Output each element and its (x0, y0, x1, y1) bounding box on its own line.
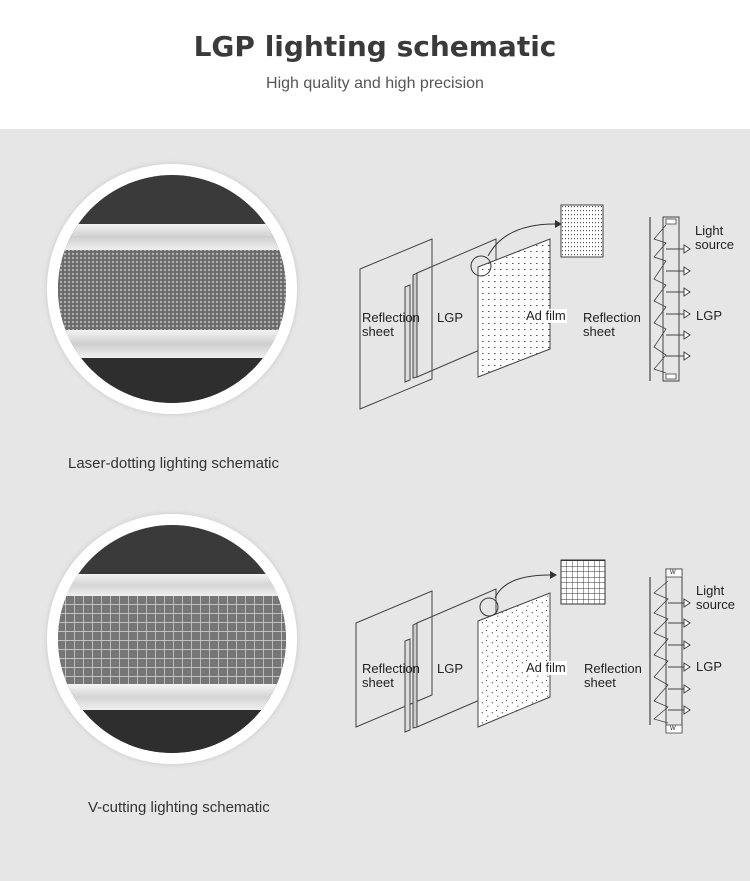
lgp-label: LGP (437, 661, 464, 676)
magnifier-circle (470, 255, 492, 277)
side-lgp-label: LGP (696, 659, 723, 674)
laser-dotting-diagram (359, 204, 691, 410)
ad-film-label: Ad film (525, 308, 567, 323)
v-cutting-caption: V-cutting lighting schematic (88, 799, 270, 816)
v-cutting-panel: V-cutting lighting schematic (0, 489, 750, 881)
reflection-sheet-label: Reflection sheet (362, 310, 420, 339)
ad-film-label: Ad film (525, 660, 567, 675)
laser-dotting-caption: Laser-dotting lighting schematic (68, 455, 279, 472)
side-lgp-label: LGP (696, 308, 723, 323)
lamp-marker-top: W (670, 570, 676, 576)
laser-dotting-photo-image (58, 175, 286, 403)
side-view-vcut (649, 568, 691, 734)
v-cutting-diagram (355, 559, 691, 734)
side-reflection-sheet-label: Reflection sheet (584, 661, 642, 690)
header: LGP lighting schematic High quality and … (0, 0, 750, 129)
laser-dotting-photo (47, 164, 297, 414)
light-source-label: Light source (695, 223, 735, 252)
ad-film-shape (477, 238, 551, 378)
side-view-laser (649, 216, 691, 382)
laser-dotting-panel: Laser-dotting lighting schematic (0, 129, 750, 489)
lgp-label: LGP (437, 310, 464, 325)
side-reflection-sheet-label: Reflection sheet (583, 310, 641, 339)
lgp-edge-shape (404, 284, 411, 383)
page-subtitle: High quality and high precision (266, 75, 484, 92)
reflection-sheet-shape (359, 238, 433, 410)
v-cutting-photo (47, 514, 297, 764)
v-cutting-photo-image (58, 525, 286, 753)
reflection-sheet-label: Reflection sheet (362, 661, 420, 690)
light-source-label: Light source (696, 583, 736, 612)
page-title: LGP lighting schematic (193, 30, 557, 63)
lamp-marker-bottom: W (670, 726, 676, 732)
zoomed-dot-swatch (560, 204, 604, 258)
